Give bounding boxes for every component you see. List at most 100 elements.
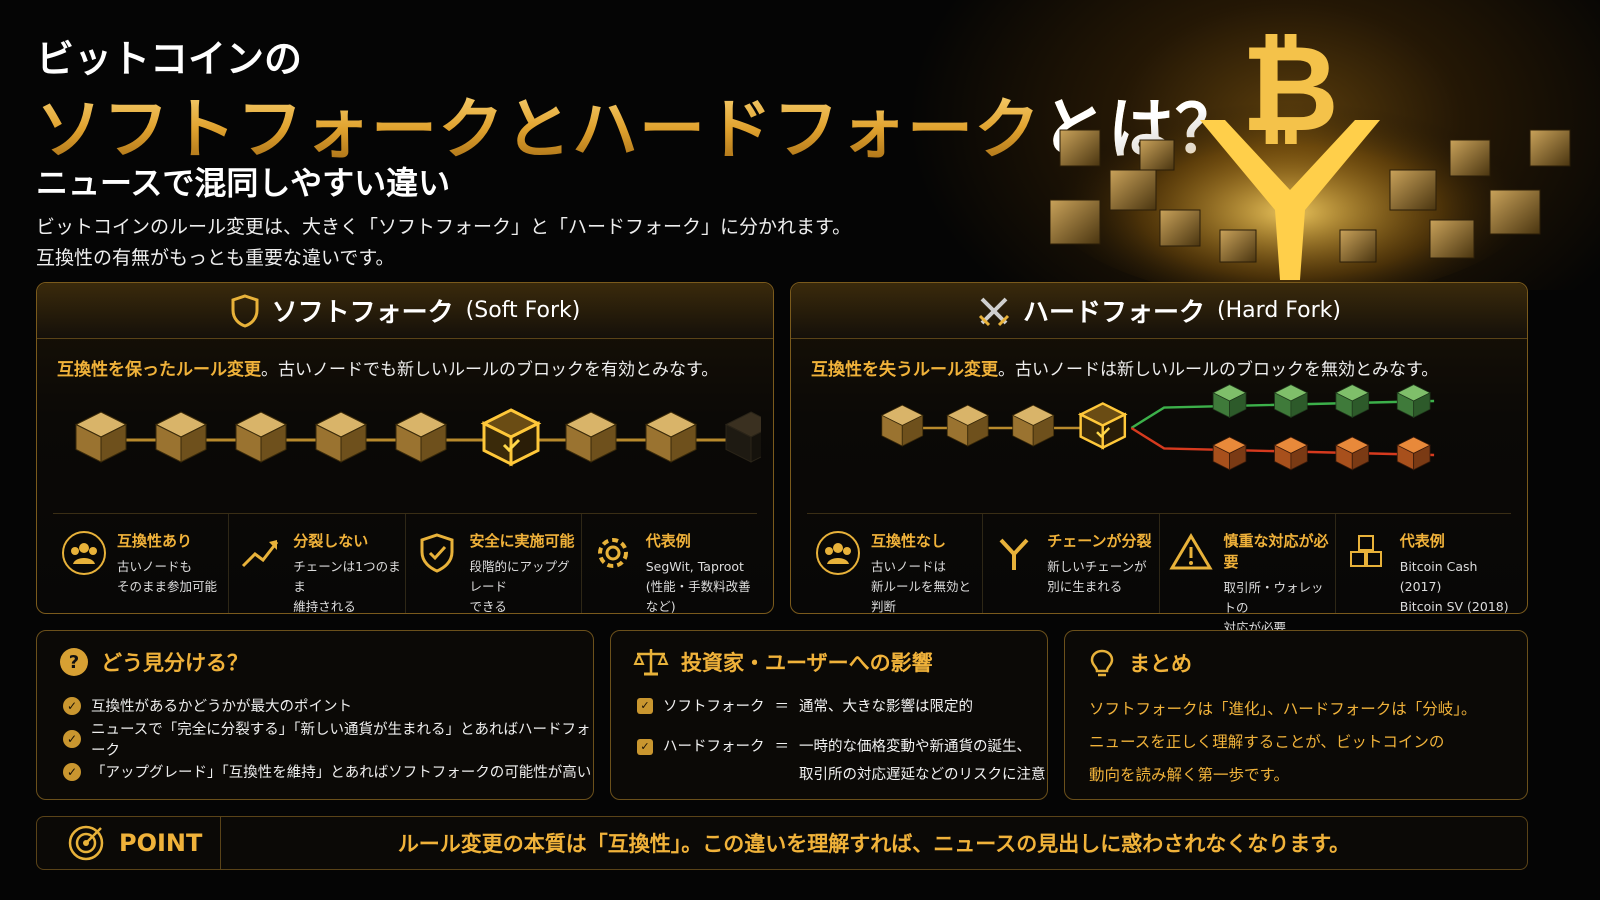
soft-feature-line2: (性能・手数料改善など) [645, 579, 751, 614]
soft-feature-title: 分裂しない [293, 532, 369, 550]
chain-block [946, 404, 990, 447]
bitcoin-fork-illustration: ₿ [1050, 20, 1571, 290]
hard-fork-header: ハードフォーク (Hard Fork) [791, 283, 1527, 339]
title-to: と [505, 91, 572, 168]
soft-feature-compat: 互換性あり古いノードもそのまま参加可能 [53, 514, 230, 613]
hard-feature-split: チェーンが分裂新しいチェーンが別に生まれる [983, 514, 1160, 613]
hard-fork-features: 互換性なし古いノードは新ルールを無効と判断 チェーンが分裂新しいチェーンが別に生… [807, 513, 1511, 635]
question-icon: ? [60, 648, 88, 676]
point-label: POINT [119, 829, 203, 857]
check-icon: ✓ [637, 697, 653, 714]
chain-block [1396, 384, 1431, 419]
soft-feature-safe: 安全に実施可能段階的にアップグレードできる [406, 514, 582, 614]
hard-fork-panel: ハードフォーク (Hard Fork) 互換性を失うルール変更。古いノードは新し… [790, 282, 1528, 635]
hard-feature-title: 互換性なし [871, 532, 947, 550]
hard-feature-caution: 慎重な対応が必要取引所・ウォレットの対応が必要 [1160, 514, 1336, 635]
summary-text: ソフトフォークは「進化」、ハードフォークは「分岐」。 ニュースを正しく理解するこ… [1089, 693, 1477, 792]
chain-block [644, 411, 698, 463]
hard-feature-line1: 取引所・ウォレットの [1223, 580, 1324, 615]
svg-text:₿: ₿ [1241, 20, 1339, 159]
scales-icon [633, 649, 669, 676]
chain-block [724, 411, 761, 463]
chain-block [74, 411, 128, 463]
subtitle: ニュースで混同しやすい違い [36, 164, 451, 202]
summary-box: まとめ ソフトフォークは「進化」、ハードフォークは「分岐」。 ニュースを正しく理… [1064, 630, 1528, 800]
users-icon [816, 531, 860, 575]
highlight-block [1077, 402, 1128, 450]
soft-feature-line2: 維持される [293, 599, 356, 614]
users-icon [62, 531, 106, 575]
soft-fork-title-en: (Soft Fork) [465, 298, 581, 323]
hard-feature-no-compat: 互換性なし古いノードは新ルールを無効と判断 [807, 514, 984, 614]
hard-chain-blocks [880, 384, 1431, 471]
soft-feature-line1: SegWit, Taproot [645, 559, 744, 574]
impact-row-eq: ＝ [774, 739, 790, 755]
soft-feature-line1: チェーンは1つのまま [293, 559, 401, 594]
hard-feature-line2: 別に生まれる [1047, 579, 1123, 594]
hard-feature-line1: 古いノードは [871, 559, 947, 574]
impact-row-soft: ✓ ソフトフォーク ＝ 通常、大きな影響は限定的 [637, 695, 973, 716]
crossed-swords-icon [978, 297, 1010, 326]
summary-header: まとめ [1087, 647, 1192, 679]
soft-feature-line2: できる [469, 599, 507, 614]
target-icon [68, 825, 104, 861]
check-icon: ✓ [63, 762, 81, 781]
list-item-text: 「アップグレード」「互換性を維持」とあればソフトフォークの可能性が高い [91, 765, 592, 781]
soft-fork-desc-highlight: 互換性を保ったルール変更 [57, 360, 261, 380]
title-line1: ビットコインの [36, 37, 303, 81]
chain-block [1334, 384, 1370, 419]
soft-feature-line1: 段階的にアップグレード [469, 559, 570, 594]
intro-line2: 互換性の有無がもっとも重要な違いです。 [36, 247, 395, 269]
soft-fork-header: ソフトフォーク (Soft Fork) [37, 283, 773, 339]
impact-row-text: 取引所の対応遅延などのリスクに注意 [799, 767, 1046, 783]
hard-fork-desc: 互換性を失うルール変更。古いノードは新しいルールのブロックを無効とみなす。 [811, 355, 1438, 380]
check-icon: ✓ [637, 739, 653, 755]
svg-text:?: ? [69, 652, 79, 673]
chain-block [564, 411, 618, 463]
soft-fork-features: 互換性あり古いノードもそのまま参加可能 分裂しないチェーンは1つのまま維持される… [53, 513, 757, 614]
chain-block [154, 411, 208, 463]
hard-feature-line1: 新しいチェーンが [1047, 559, 1147, 574]
hard-feature-line2: 新ルールを無効と判断 [871, 579, 972, 614]
chain-block [1212, 384, 1247, 419]
hard-fork-desc-highlight: 互換性を失うルール変更 [811, 360, 998, 380]
hard-feature-title: 代表例 [1399, 532, 1445, 550]
chain-block [1396, 436, 1431, 471]
trend-up-icon [242, 540, 279, 568]
chain-block [1273, 436, 1309, 471]
soft-fork-panel: ソフトフォーク (Soft Fork) 互換性を保ったルール変更。古いノードでも… [36, 282, 774, 614]
hard-feature-title: チェーンが分裂 [1047, 532, 1152, 550]
chain-block [1334, 436, 1370, 471]
chain-block [234, 411, 288, 463]
check-icon: ✓ [63, 729, 81, 748]
cubes-icon [1349, 535, 1382, 567]
impact-box: 投資家・ユーザーへの影響 ✓ ソフトフォーク ＝ 通常、大きな影響は限定的 ✓ … [610, 630, 1048, 800]
intro-text: ビットコインのルール変更は、大きく「ソフトフォーク」と「ハードフォーク」に分かれ… [36, 212, 851, 274]
impact-title: 投資家・ユーザーへの影響 [681, 651, 933, 675]
summary-line2: ニュースを正しく理解することが、ビットコインの [1089, 733, 1445, 751]
how-to-header: ? どう見分ける？ [59, 647, 248, 677]
chain-block [880, 404, 924, 447]
soft-fork-desc: 互換性を保ったルール変更。古いノードでも新しいルールのブロックを有効とみなす。 [57, 355, 718, 380]
gear-icon [597, 538, 628, 568]
highlight-block [480, 408, 542, 467]
chain-block [1011, 404, 1055, 447]
shield-icon [231, 293, 259, 328]
shield-check-icon [420, 533, 453, 573]
hard-fork-chain-diagram [880, 384, 1435, 471]
chain-block [314, 411, 368, 463]
summary-title: まとめ [1129, 652, 1192, 676]
chain-block [1212, 436, 1247, 471]
chain-block [394, 411, 448, 463]
check-icon: ✓ [63, 696, 81, 715]
impact-row-label: ハードフォーク [663, 739, 765, 755]
soft-feature-title: 互換性あり [117, 532, 193, 550]
chain-block [1273, 384, 1309, 419]
how-to-list: ✓互換性があるかどうかが最大のポイント ✓ニュースで「完全に分裂する」「新しい通… [63, 689, 593, 788]
soft-fork-desc-rest: 。古いノードでも新しいルールのブロックを有効とみなす。 [261, 360, 719, 380]
point-banner: POINT ルール変更の本質は「互換性」。この違いを理解すれば、ニュースの見出し… [36, 816, 1528, 870]
list-item-text: ニュースで「完全に分裂する」「新しい通貨が生まれる」とあればハードフォーク [91, 721, 591, 759]
hard-fork-desc-rest: 。古いノードは新しいルールのブロックを無効とみなす。 [998, 360, 1439, 380]
